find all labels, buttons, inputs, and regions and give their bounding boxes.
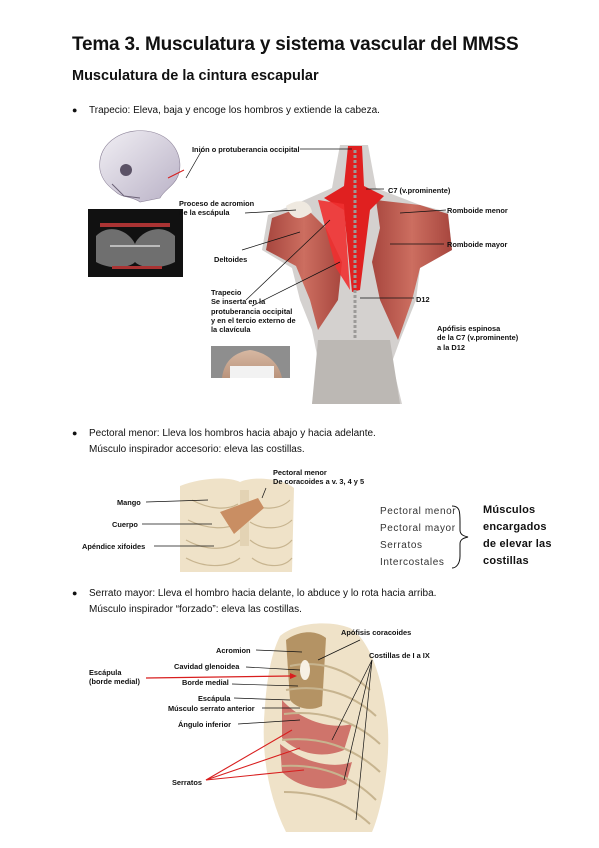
- xray-image: [88, 209, 183, 277]
- label-apofisis-line3: a la D12: [437, 342, 465, 352]
- label-escapula-line1: Escápula: [89, 668, 122, 677]
- label-musculo-serrato: Músculo serrato anterior: [168, 704, 255, 713]
- label-escapula: Escápula: [198, 694, 231, 703]
- label-trapecio-line4: y en el tercio externo de: [211, 315, 296, 325]
- label-mango: Mango: [117, 498, 141, 507]
- list-item: Serratos: [380, 540, 423, 551]
- label-romboide-menor: Romboide menor: [447, 206, 508, 215]
- section-subtitle: Musculatura de la cintura escapular: [72, 68, 319, 84]
- label-c7: C7 (v.prominente): [388, 186, 451, 195]
- label-escapula-borde-medial: Escápula (borde medial): [89, 668, 140, 687]
- label-serratos: Serratos: [172, 778, 202, 787]
- serrato-line2: Músculo inspirador “forzado”: eleva las …: [89, 604, 302, 615]
- label-trapecio: Trapecio Se inserta en la protuberancia …: [211, 288, 296, 334]
- label-cavidad-glenoidea: Cavidad glenoidea: [174, 662, 240, 671]
- note-line: encargados: [483, 521, 547, 533]
- label-escapula-line2: (borde medial): [89, 677, 140, 687]
- label-apofisis-espinosa: Apófisis espinosa de la C7 (v.prominente…: [437, 324, 518, 352]
- list-item: Pectoral menor: [380, 506, 457, 517]
- note-line: Músculos: [483, 504, 536, 516]
- label-deltoides: Deltoides: [214, 255, 248, 264]
- label-pectoral-line1: Pectoral menor: [273, 468, 327, 477]
- bullet-pectoral: ● Pectoral menor: Lleva los hombros haci…: [72, 428, 376, 439]
- skull-image: [88, 130, 185, 205]
- label-d12: D12: [416, 295, 430, 304]
- label-trapecio-line5: la clavícula: [211, 325, 251, 334]
- label-acromion-line1: Proceso de acromion: [179, 199, 255, 208]
- bullet-serrato-text: Serrato mayor: Lleva el hombro hacia del…: [89, 588, 437, 599]
- label-angulo-inferior: Ángulo inferior: [178, 720, 231, 729]
- bullet-trapecio-text: Trapecio: Eleva, baja y encoge los hombr…: [89, 105, 380, 116]
- label-borde-medial: Borde medial: [182, 678, 229, 687]
- bullet-dot: ●: [72, 588, 78, 598]
- label-inion: Inión o protuberancia occipital: [192, 145, 300, 154]
- bullet-dot: ●: [72, 105, 78, 115]
- label-apendice-xifoides: Apéndice xifoides: [82, 542, 146, 551]
- bullet-dot: ●: [72, 428, 78, 438]
- label-trapecio-line3: protuberancia occipital: [211, 306, 293, 316]
- elevator-muscles-list: Pectoral menor Pectoral mayor Serratos I…: [380, 503, 456, 571]
- label-cuerpo: Cuerpo: [112, 520, 138, 529]
- pectoral-line2: Músculo inspirador accesorio: eleva las …: [89, 444, 305, 455]
- page-title: Tema 3. Musculatura y sistema vascular d…: [72, 34, 519, 55]
- label-pectoral-menor: Pectoral menor De coracoides a v. 3, 4 y…: [273, 468, 364, 487]
- label-apofisis-line1: Apófisis espinosa: [437, 324, 501, 333]
- elevator-muscles-note: Músculos encargados de elevar las costil…: [483, 502, 552, 570]
- bullet-pectoral-text: Pectoral menor: Lleva los hombros hacia …: [89, 428, 376, 439]
- list-item: Intercostales: [380, 557, 445, 568]
- label-costillas: Costillas de I a IX: [369, 651, 430, 660]
- label-romboide-mayor: Romboide mayor: [447, 240, 508, 249]
- label-trapecio-line2: Se inserta en la: [211, 297, 266, 307]
- label-apofisis-line2: de la C7 (v.prominente): [437, 333, 519, 343]
- label-trapecio-line1: Trapecio: [211, 288, 242, 297]
- note-line: de elevar las: [483, 538, 552, 550]
- bullet-serrato: ● Serrato mayor: Lleva el hombro hacia d…: [72, 588, 437, 599]
- label-apofisis-coracoides: Apófisis coracoides: [341, 628, 412, 637]
- bullet-trapecio: ● Trapecio: Eleva, baja y encoge los hom…: [72, 105, 380, 116]
- note-line: costillas: [483, 555, 529, 567]
- label-acromion-serrato: Acromion: [216, 646, 251, 655]
- ribcage-image: [180, 478, 294, 572]
- list-item: Pectoral mayor: [380, 523, 456, 534]
- back-muscles-image: [262, 145, 452, 404]
- person-photo: [211, 346, 290, 378]
- label-acromion: Proceso de acromion de la escápula: [179, 199, 254, 218]
- label-pectoral-line2: De coracoides a v. 3, 4 y 5: [273, 477, 365, 487]
- label-acromion-line2: de la escápula: [179, 208, 230, 218]
